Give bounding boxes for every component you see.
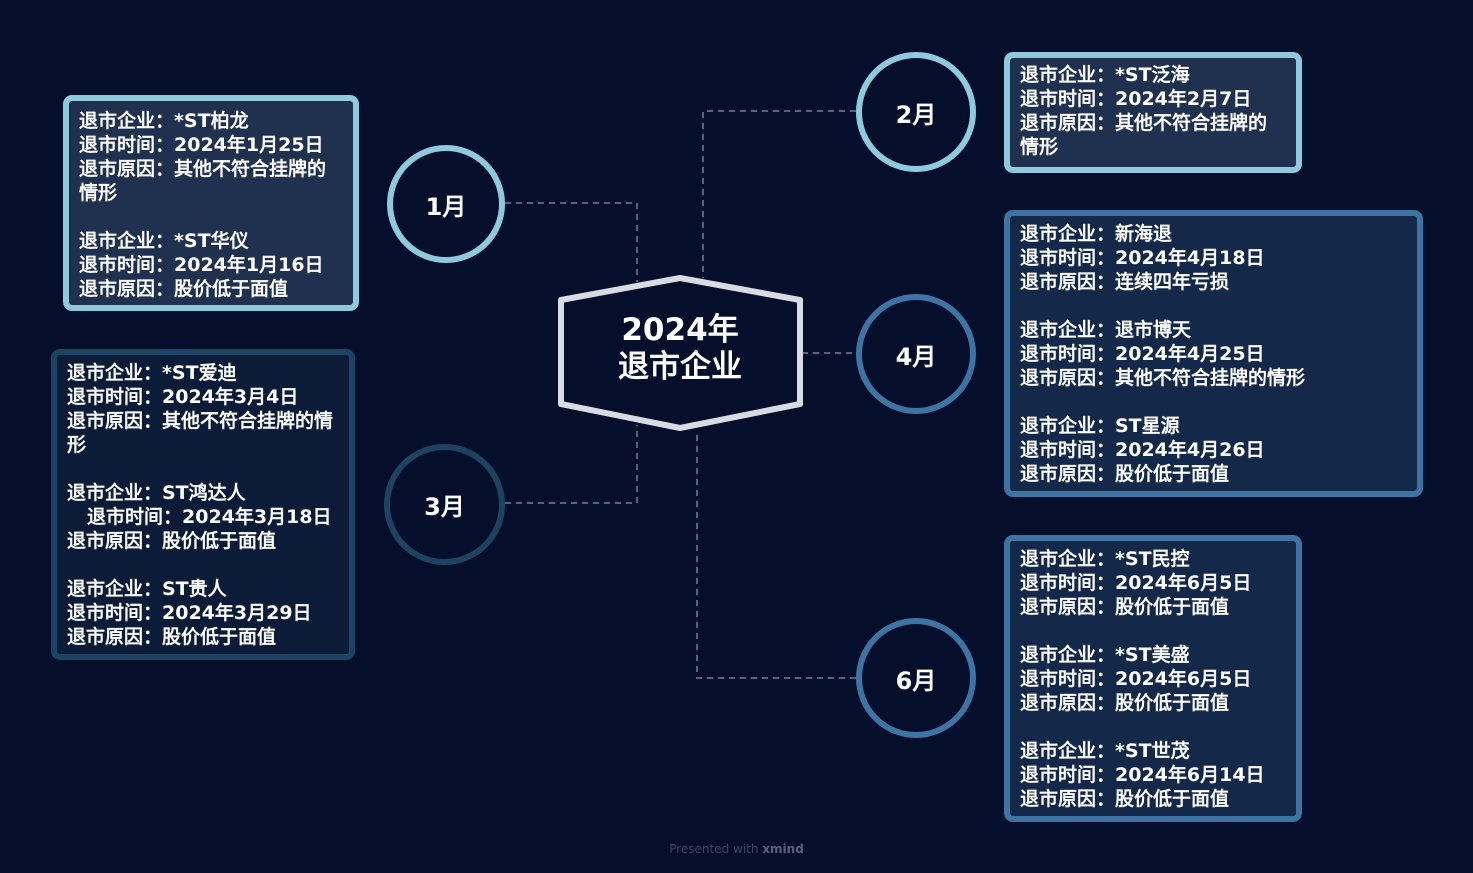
jun-date-2: 退市时间：2024年6月5日: [1020, 668, 1252, 690]
detail-box-feb[interactable]: 退市企业：*ST泛海 退市时间：2024年2月7日 退市原因：其他不符合挂牌的 …: [1004, 52, 1302, 173]
connector-jun: [696, 432, 856, 679]
footer-credit: Presented with xmind: [0, 842, 1473, 856]
mar-date-1: 退市时间：2024年3月4日: [67, 386, 299, 408]
jan-date-1: 退市时间：2024年1月25日: [79, 134, 324, 156]
month-node-feb[interactable]: 2月: [856, 52, 976, 172]
footer-brand: xmind: [762, 842, 804, 856]
month-node-jun[interactable]: 6月: [856, 618, 976, 738]
apr-reason-3: 退市原因：股价低于面值: [1020, 463, 1230, 485]
mar-date-2: 退市时间：2024年3月18日: [87, 506, 332, 528]
center-topic-title[interactable]: 2024年 退市企业: [560, 312, 800, 386]
jun-reason-2: 退市原因：股价低于面值: [1020, 692, 1230, 714]
apr-date-1: 退市时间：2024年4月18日: [1020, 247, 1265, 269]
feb-reason-1-cont: 情形: [1020, 136, 1059, 158]
jun-company-2: 退市企业：*ST美盛: [1020, 644, 1190, 666]
apr-reason-2: 退市原因：其他不符合挂牌的情形: [1020, 367, 1306, 389]
footer-prefix: Presented with: [669, 842, 763, 856]
connector-feb: [702, 110, 856, 278]
month-node-jan[interactable]: 1月: [387, 145, 505, 263]
apr-company-2: 退市企业：退市博天: [1020, 319, 1192, 341]
feb-date-1: 退市时间：2024年2月7日: [1020, 88, 1252, 110]
month-node-mar[interactable]: 3月: [384, 444, 505, 565]
apr-reason-1: 退市原因：连续四年亏损: [1020, 271, 1230, 293]
month-label-jun: 6月: [895, 666, 937, 695]
apr-date-2: 退市时间：2024年4月25日: [1020, 343, 1265, 365]
apr-company-3: 退市企业：ST星源: [1020, 415, 1180, 437]
month-label-mar: 3月: [424, 493, 465, 521]
mar-date-3: 退市时间：2024年3月29日: [67, 602, 312, 624]
mar-reason-1: 退市原因：其他不符合挂牌的情: [67, 410, 334, 432]
jun-reason-3: 退市原因：股价低于面值: [1020, 788, 1230, 810]
jun-company-3: 退市企业：*ST世茂: [1020, 740, 1190, 762]
apr-company-1: 退市企业：新海退: [1020, 223, 1173, 245]
mar-company-3: 退市企业：ST贵人: [67, 578, 227, 600]
detail-box-mar[interactable]: 退市企业：*ST爱迪 退市时间：2024年3月4日 退市原因：其他不符合挂牌的情…: [51, 349, 355, 660]
detail-box-jun[interactable]: 退市企业：*ST民控 退市时间：2024年6月5日 退市原因：股价低于面值 退市…: [1004, 535, 1302, 822]
jan-reason-2: 退市原因：股价低于面值: [79, 278, 289, 300]
feb-reason-1: 退市原因：其他不符合挂牌的: [1020, 112, 1268, 134]
center-title-line1: 2024年: [621, 312, 739, 348]
month-label-feb: 2月: [895, 100, 937, 129]
jan-reason-1-cont: 情形: [79, 182, 118, 204]
jun-company-1: 退市企业：*ST民控: [1020, 548, 1190, 570]
jun-date-3: 退市时间：2024年6月14日: [1020, 764, 1265, 786]
month-label-apr: 4月: [895, 342, 937, 371]
mar-company-2: 退市企业：ST鸿达人: [67, 482, 246, 504]
jan-company-1: 退市企业：*ST柏龙: [79, 110, 249, 132]
apr-date-3: 退市时间：2024年4月26日: [1020, 439, 1265, 461]
jan-company-2: 退市企业：*ST华仪: [79, 230, 249, 252]
jan-date-2: 退市时间：2024年1月16日: [79, 254, 324, 276]
mar-reason-3: 退市原因：股价低于面值: [67, 626, 277, 648]
mar-reason-1-cont: 形: [67, 434, 87, 456]
connector-jan: [505, 202, 638, 282]
center-title-line2: 退市企业: [618, 349, 742, 385]
feb-company-1: 退市企业：*ST泛海: [1020, 64, 1190, 86]
jun-reason-1: 退市原因：股价低于面值: [1020, 596, 1230, 618]
mar-reason-2: 退市原因：股价低于面值: [67, 530, 277, 552]
detail-box-apr[interactable]: 退市企业：新海退 退市时间：2024年4月18日 退市原因：连续四年亏损 退市企…: [1004, 210, 1423, 497]
detail-box-jan[interactable]: 退市企业：*ST柏龙 退市时间：2024年1月25日 退市原因：其他不符合挂牌的…: [63, 95, 359, 311]
jun-date-1: 退市时间：2024年6月5日: [1020, 572, 1252, 594]
connector-mar: [505, 425, 638, 504]
jan-reason-1: 退市原因：其他不符合挂牌的: [79, 158, 327, 180]
month-node-apr[interactable]: 4月: [856, 294, 976, 414]
center-topic-hexagon: [558, 275, 803, 431]
mar-company-1: 退市企业：*ST爱迪: [67, 362, 237, 384]
month-label-jan: 1月: [425, 192, 467, 221]
